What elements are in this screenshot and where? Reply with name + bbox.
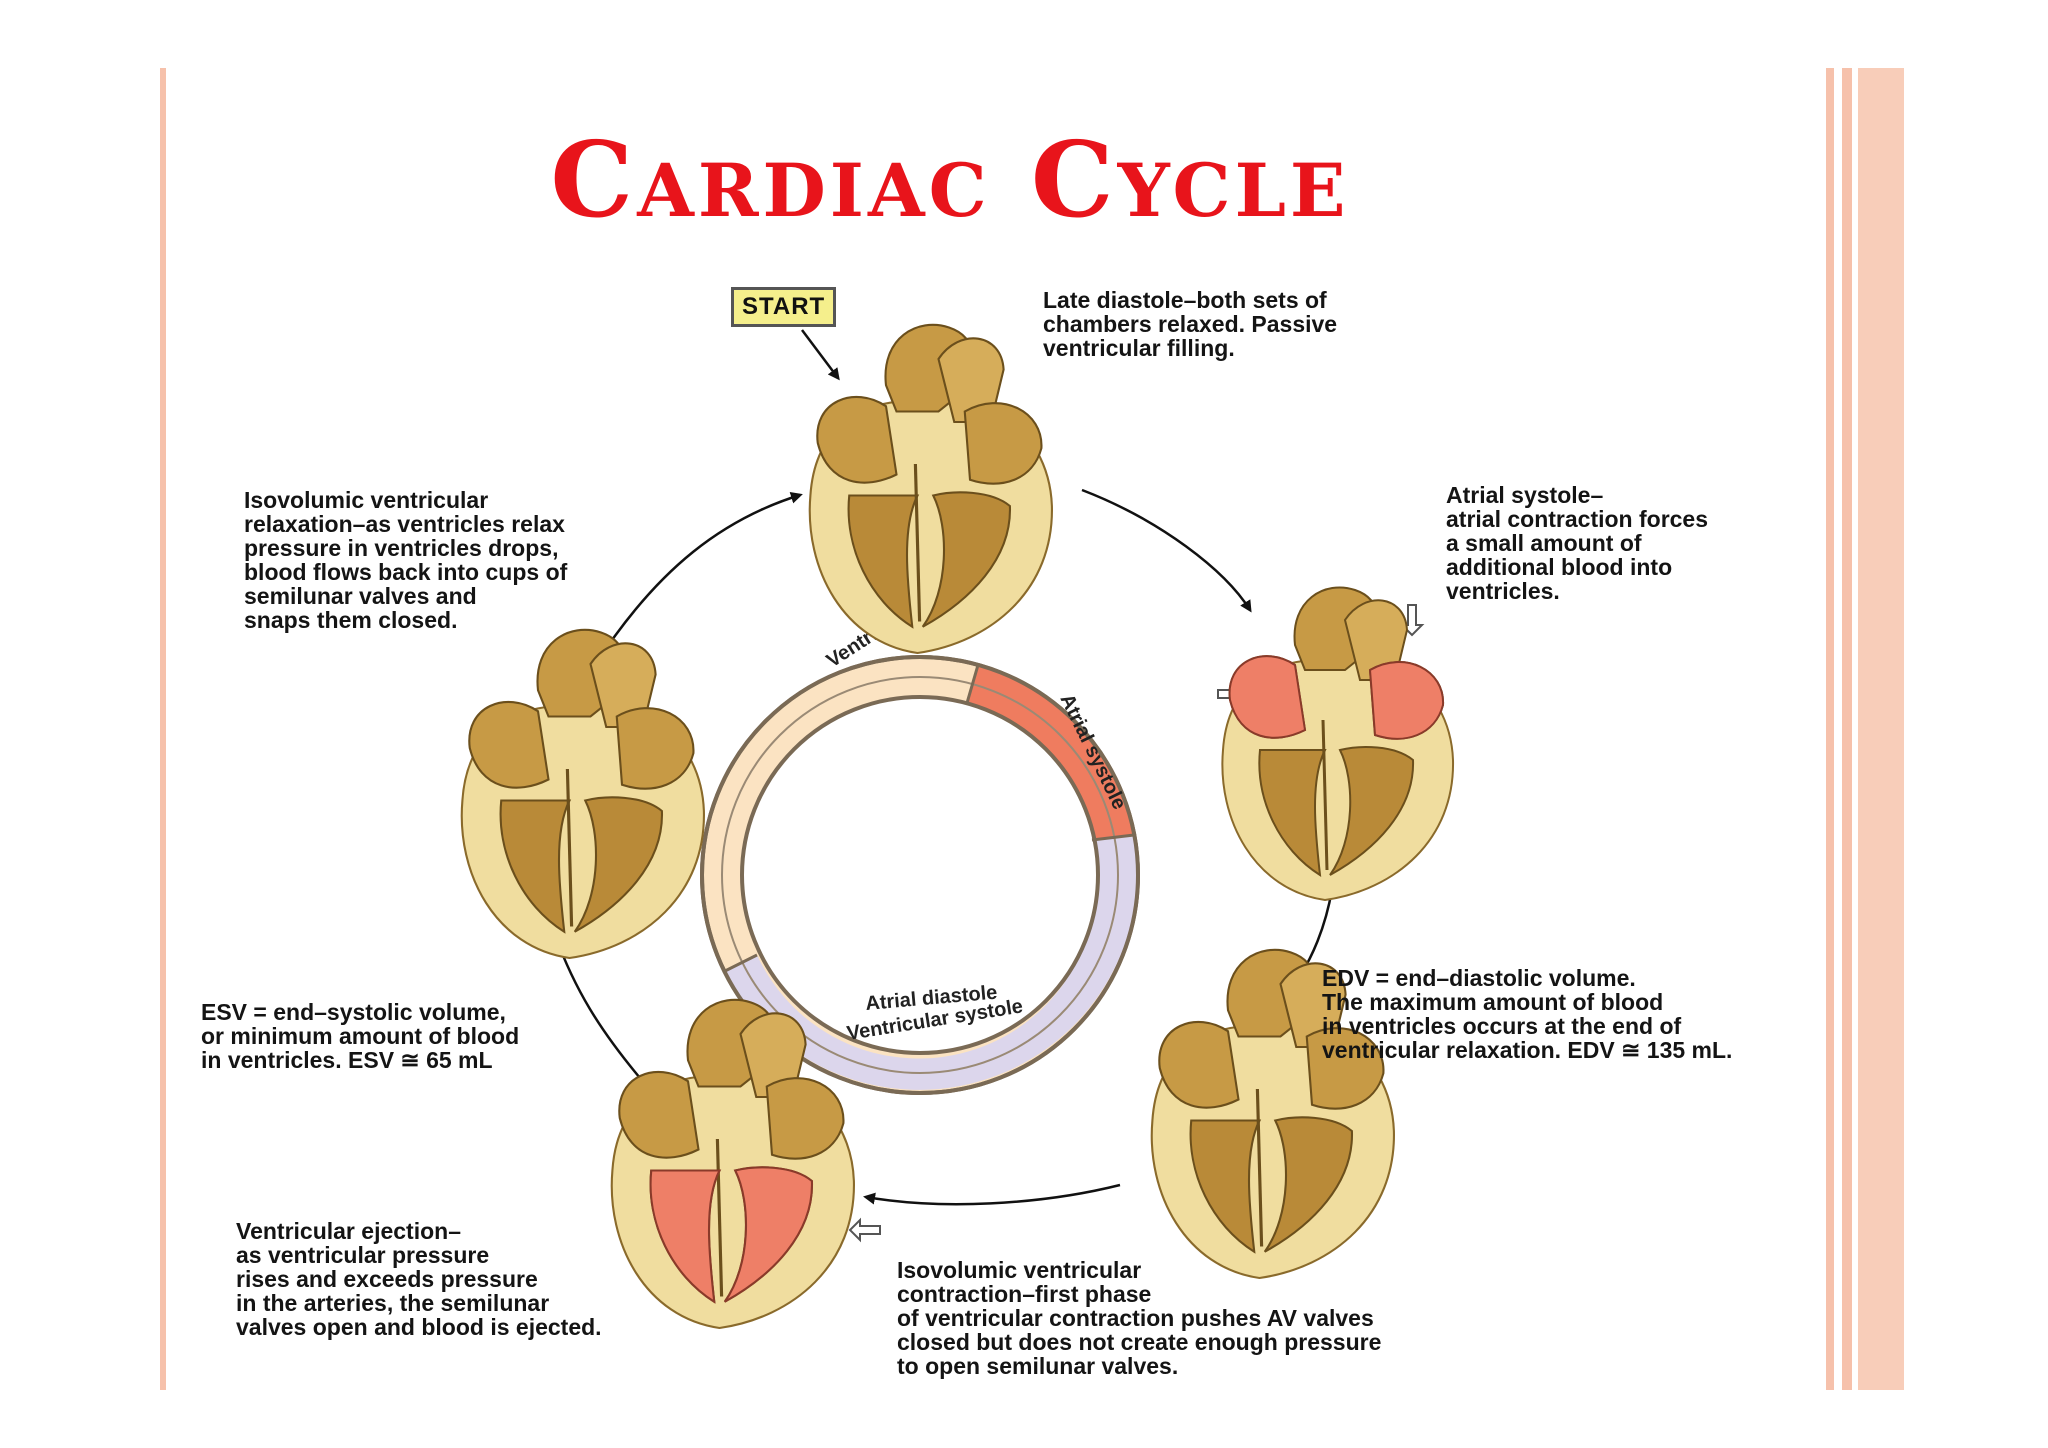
heart-isovolumic-relaxation [460,628,706,960]
caption-edv: EDV = end–diastolic volume. The maximum … [1322,965,1733,1063]
ventricular-systole-band [725,835,1138,1090]
caption-isovolumic-relaxation: Isovolumic ventricular relaxation–as ven… [244,487,568,633]
cycle-ring [700,655,1140,1095]
arrow-top-to-right [1081,488,1252,613]
caption-late-diastole: Late diastole–both sets of chambers rela… [1043,287,1338,361]
arrow-left-to-top [603,491,803,651]
heart-atrial-systole [1220,585,1455,902]
caption-isovolumic-contraction: Isovolumic ventricular contraction–first… [897,1257,1382,1379]
right-border-stripe-3 [1858,68,1904,1390]
arrow-start-to-heart [801,329,840,381]
hollow-arrow-ejection-right [848,1217,881,1243]
right-border-stripe-1 [1826,68,1834,1390]
caption-atrial-systole: Atrial systole– atrial contraction force… [1446,482,1709,604]
left-border-stripe [160,68,166,1390]
caption-ventricular-ejection: Ventricular ejection– as ventricular pre… [236,1218,602,1340]
heart-late-diastole [808,323,1054,655]
start-label: START [731,287,837,327]
right-border-stripe-2 [1842,68,1852,1390]
arrow-bottom-right-to-bottom-left [863,1183,1121,1206]
heart-ventricular-ejection [610,998,856,1330]
caption-esv: ESV = end–systolic volume, or minimum am… [201,999,520,1073]
page-title: Cardiac Cycle [550,118,1350,241]
